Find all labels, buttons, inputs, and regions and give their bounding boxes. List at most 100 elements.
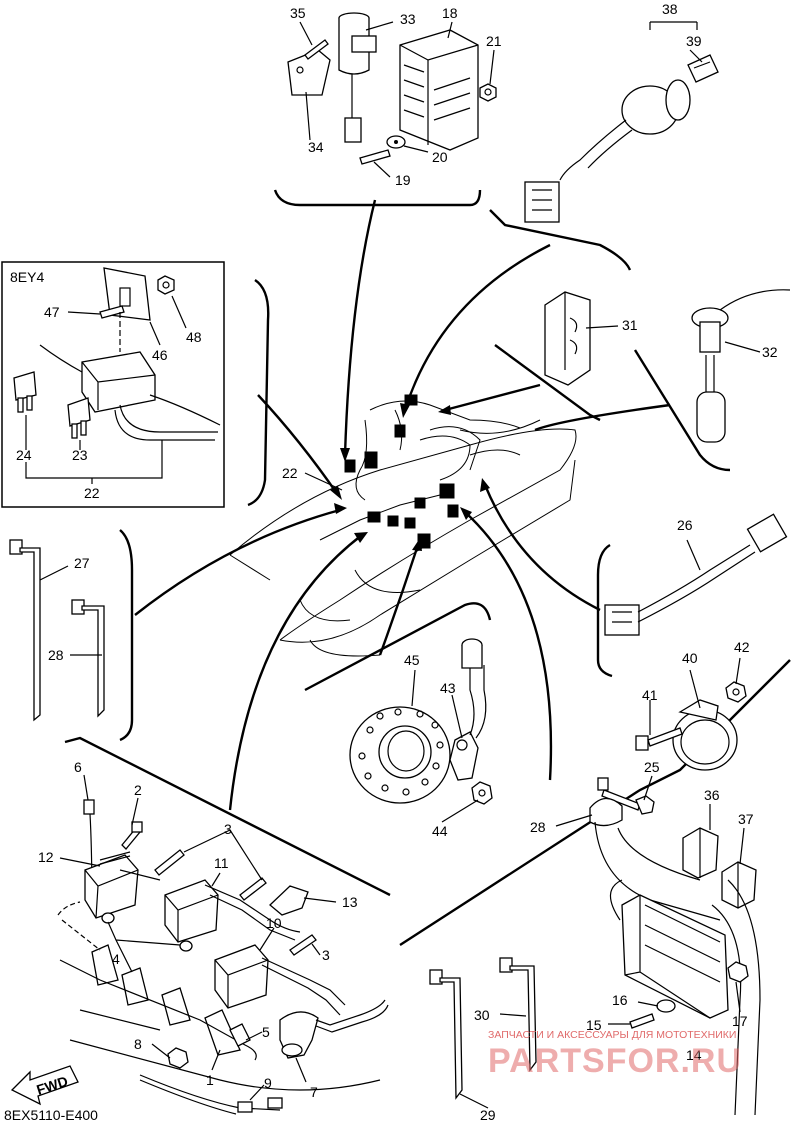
screw-15 <box>629 1013 655 1029</box>
callout-40: 40 <box>682 650 698 666</box>
callout-18: 18 <box>442 5 458 21</box>
bolt-19 <box>359 149 391 165</box>
callout-20: 20 <box>432 149 448 165</box>
callout-23: 23 <box>72 447 88 463</box>
relay-31 <box>544 291 591 386</box>
callout-17: 17 <box>732 1013 748 1029</box>
callout-43: 43 <box>440 680 456 696</box>
screw-47 <box>99 305 125 319</box>
nut-21 <box>479 83 497 102</box>
plug-cap-7 <box>279 999 389 1059</box>
ignition-coil-12 <box>84 851 161 919</box>
bolt-2 <box>121 821 143 850</box>
callout-45: 45 <box>404 652 420 668</box>
watermark: ЗАПЧАСТИ И АКСЕССУАРЫ ДЛЯ МОТОТЕХНИКИ PA… <box>488 1029 742 1080</box>
watermark-logo: PARTSFOR.RU <box>488 1042 742 1080</box>
callout-11: 11 <box>214 855 229 871</box>
diagram-code: 8EX5110-E400 <box>4 1107 98 1123</box>
fuse-24 <box>13 371 37 413</box>
screw-35 <box>304 39 329 60</box>
callout-21: 21 <box>486 33 502 49</box>
callout-37: 37 <box>738 811 754 827</box>
group-frames <box>1 189 791 947</box>
callout-38-bracket <box>649 21 698 30</box>
rectifier-regulator-group <box>287 12 497 165</box>
bolts-3 <box>154 849 317 956</box>
condenser-33 <box>338 12 377 143</box>
callout-5: 5 <box>262 1024 270 1040</box>
nut-48 <box>157 275 175 295</box>
callout-16: 16 <box>612 992 628 1008</box>
ignition-coil-10 <box>214 944 346 1016</box>
snowmobile-outline <box>229 394 577 657</box>
bolt-41 <box>635 727 683 751</box>
pickup-group <box>349 638 493 805</box>
nut-8 <box>167 1047 189 1069</box>
callout-39: 39 <box>686 33 702 49</box>
callout-2: 2 <box>134 782 142 798</box>
callout-1: 1 <box>206 1072 214 1088</box>
horn-40 <box>672 699 738 771</box>
callout-7: 7 <box>310 1084 318 1100</box>
nut-44 <box>471 781 493 805</box>
fuse-box-22 <box>81 351 156 413</box>
callout-15: 15 <box>586 1017 602 1033</box>
bracket-46 <box>103 267 151 321</box>
callout-25: 25 <box>644 759 660 775</box>
main-switch-group <box>524 21 719 223</box>
variant-label: 8EY4 <box>10 269 44 285</box>
callout-3-top: 3 <box>224 821 232 837</box>
callout-44: 44 <box>432 823 448 839</box>
callout-33: 33 <box>400 11 416 27</box>
collar-5 <box>229 1023 251 1047</box>
bands-bottom <box>429 957 537 1100</box>
clamp-13 <box>269 885 309 916</box>
cdi-unit <box>609 879 761 1116</box>
callout-22-inset: 22 <box>84 485 100 501</box>
key-39 <box>687 54 719 83</box>
cdi-group <box>589 777 761 1116</box>
callout-numbers: 35 33 18 21 34 20 19 38 39 31 32 8EY4 47… <box>10 1 778 1123</box>
nut-42 <box>725 681 747 703</box>
variant-box-8ey4 <box>1 261 225 508</box>
callout-4: 4 <box>112 951 120 967</box>
callout-8: 8 <box>134 1036 142 1052</box>
ignition-coil-11 <box>164 879 301 943</box>
callout-42: 42 <box>734 639 750 655</box>
fuse-23 <box>67 397 91 439</box>
washer-16 <box>656 999 676 1013</box>
nut-17 <box>727 961 749 983</box>
leader-lines <box>39 21 761 1109</box>
bands-left <box>9 539 105 722</box>
coupler-37 <box>721 861 757 909</box>
rectifier-regulator <box>399 29 479 151</box>
callout-48: 48 <box>186 329 202 345</box>
callout-3-bottom: 3 <box>322 947 330 963</box>
coupler-36 <box>682 827 719 879</box>
callout-28-right: 28 <box>530 819 546 835</box>
callout-19: 19 <box>395 172 411 188</box>
ignition-coil-group <box>57 799 389 1115</box>
callout-13: 13 <box>342 894 358 910</box>
clamp-28 <box>589 777 623 827</box>
main-switch <box>524 79 691 223</box>
callout-31: 31 <box>622 317 638 333</box>
callout-12: 12 <box>38 849 54 865</box>
callout-6: 6 <box>74 759 82 775</box>
callout-9: 9 <box>264 1075 272 1091</box>
lead-wire-26 <box>604 513 788 636</box>
callout-35: 35 <box>290 5 306 21</box>
callout-34: 34 <box>308 139 324 155</box>
callout-38: 38 <box>662 1 678 17</box>
callout-29: 29 <box>480 1107 496 1123</box>
screw-25 <box>601 789 655 815</box>
sensor-32 <box>691 289 791 443</box>
callout-47: 47 <box>44 304 60 320</box>
horn-group <box>635 681 747 771</box>
callout-24: 24 <box>16 447 32 463</box>
callout-30: 30 <box>474 1007 490 1023</box>
callout-32: 32 <box>762 344 778 360</box>
rotor-45 <box>349 706 451 804</box>
